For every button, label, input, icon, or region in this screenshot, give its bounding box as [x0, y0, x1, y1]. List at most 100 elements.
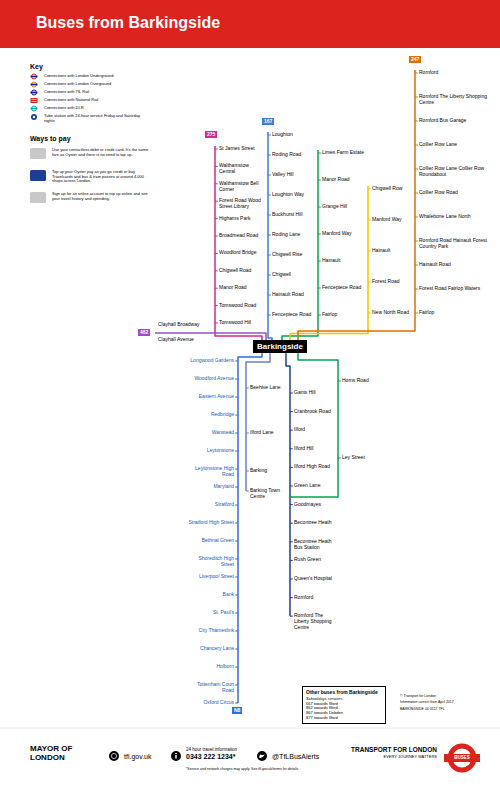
stop-name: Loughton Way — [272, 192, 304, 198]
legend-entry: Connections with DLR — [44, 106, 84, 111]
stop-tick — [215, 305, 218, 306]
organisation-name: MAYOR OF LONDON — [30, 744, 80, 762]
stop-name: Ilford High Road — [294, 464, 330, 470]
stop-tick — [268, 215, 271, 216]
tfl-rail-roundel — [32, 90, 37, 95]
stop-name: Buckhurst Hill — [272, 212, 303, 218]
stop-name: Walthamstow Central — [219, 163, 264, 175]
stop-tick — [415, 169, 418, 170]
stop-name: Forest Road Fairlop Waters — [419, 286, 480, 292]
stop-name: Becontree Heath Bus Station — [294, 539, 334, 551]
dlr-bar — [31, 108, 38, 110]
stop-name: Collier Row Lane Collier Row Roundabout — [419, 166, 491, 178]
stop-name: Romford — [419, 70, 438, 76]
stop-name: Barking — [250, 468, 267, 474]
stop-name: Fencepiece Road — [272, 312, 311, 318]
stop-name: Chigwell Row — [372, 186, 402, 192]
stop-name: Green Lane — [294, 483, 320, 489]
stop-name: Manford Way — [322, 231, 352, 237]
stop-name: Chancery Lane — [200, 646, 234, 652]
stop-name: Redbridge — [211, 412, 234, 418]
stop-tick — [368, 251, 371, 252]
stop-tick — [235, 523, 238, 524]
stop-name: Bethnal Green — [202, 538, 234, 544]
stop-tick — [290, 467, 293, 468]
stop-name: Hainault Road — [419, 262, 451, 268]
stop-name: Romford The Liberty Shopping Centre — [419, 94, 491, 106]
stop-tick — [215, 253, 218, 254]
stop-name: Longwood Gardens — [190, 358, 234, 364]
stop-name: Broadmead Road — [219, 233, 258, 239]
copyright-note: Information correct from April 2017 — [400, 700, 454, 704]
underground-bar — [31, 76, 38, 78]
legend-entry: Tube station with 24-hour service Friday… — [44, 114, 144, 123]
stop-tick — [290, 393, 293, 394]
stop-name: Hainault Road — [272, 292, 304, 298]
stop-tick — [368, 220, 371, 221]
box-line: 877 towards Ilford — [306, 716, 382, 721]
online-account-icon — [30, 192, 46, 203]
route-line — [298, 70, 415, 340]
stop-tick — [235, 631, 238, 632]
stop-tick — [235, 505, 238, 506]
map-title: Buses from Barkingside — [36, 14, 220, 32]
stop-tick — [368, 282, 371, 283]
stop-tick — [268, 235, 271, 236]
stop-tick — [415, 145, 418, 146]
route-line — [215, 146, 262, 340]
night-tube-symbol — [31, 114, 37, 120]
stop-tick — [368, 189, 371, 190]
stop-tick — [318, 288, 321, 289]
stop-tick — [268, 255, 271, 256]
stop-name: Becontree Heath — [294, 520, 332, 526]
legend-entry: Connections with London Overground — [44, 82, 111, 87]
payment-note: Use your contactless debit or credit car… — [52, 148, 152, 157]
legend-entry: Connections with London Underground — [44, 74, 113, 79]
stop-name: Eastern Avenue — [199, 394, 234, 400]
section-heading: Key — [30, 63, 43, 71]
web-icon — [109, 751, 119, 761]
stop-name: St. Paul's — [213, 610, 234, 616]
stop-tick — [318, 153, 321, 154]
stop-tick — [246, 471, 249, 472]
stop-tick — [246, 433, 249, 434]
stop-tick — [235, 703, 238, 704]
stop-tick — [268, 175, 271, 176]
stop-tick — [235, 379, 238, 380]
stop-name: Tomswood Road — [219, 303, 256, 309]
stop-name: Gants Hill — [294, 390, 316, 396]
stop-tick — [290, 486, 293, 487]
stop-tick — [235, 613, 238, 614]
hub-stop-box: Barkingside — [253, 340, 307, 353]
stop-tick — [268, 275, 271, 276]
stop-tick — [415, 313, 418, 314]
stop-tick — [246, 388, 249, 389]
stop-name: Fairlop — [419, 310, 434, 316]
stop-name: Horns Road — [342, 378, 369, 384]
stop-name: St James Street — [219, 146, 255, 152]
stop-name: Romford The Liberty Shopping Centre — [294, 613, 334, 630]
route-number: N8 — [232, 707, 242, 714]
payment-icons — [30, 148, 46, 203]
stop-name: Romford — [294, 595, 313, 601]
stop-tick — [235, 433, 238, 434]
payment-note: Top up your Oyster pay as you go credit … — [52, 170, 152, 184]
stop-tick — [290, 560, 293, 561]
route-number: 247 — [409, 56, 421, 63]
route-line — [246, 353, 270, 491]
overground-bar — [31, 84, 38, 86]
stop-tick — [215, 149, 218, 150]
stop-name: Stratford High Street — [188, 520, 234, 526]
stop-name: Barking Town Centre — [250, 488, 285, 500]
stop-name: Wanstead — [212, 430, 234, 436]
stop-tick — [415, 289, 418, 290]
stop-name: Stratford — [215, 502, 234, 508]
copyright-note: © Transport for London — [400, 694, 436, 698]
stop-tick — [318, 180, 321, 181]
stop-tick — [235, 559, 238, 560]
stop-tick — [215, 218, 218, 219]
phone-number: 0343 222 1234* — [186, 753, 235, 761]
stop-name: Manor Road — [219, 285, 247, 291]
stop-name: Oxford Circus — [203, 700, 234, 706]
